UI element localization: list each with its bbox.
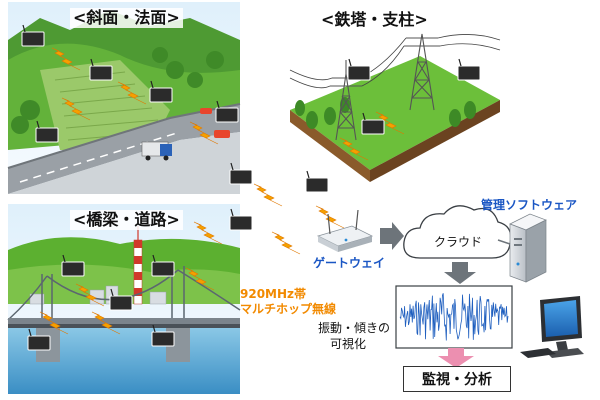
wireless-label-line2: マルチホップ無線 xyxy=(240,302,337,316)
cloud-label: クラウド xyxy=(434,235,483,249)
scene-title-tower: <鉄塔・支柱> xyxy=(318,10,431,30)
monitoring-analysis-label: 監視・分析 xyxy=(422,372,492,388)
sensor-icon xyxy=(457,58,481,81)
wireless-label-line1: 920MHz帯 xyxy=(240,287,307,301)
truck xyxy=(141,141,172,161)
waveform-panel xyxy=(395,285,513,349)
arrow-icon xyxy=(444,262,476,284)
radio-tower xyxy=(133,226,143,305)
arrow-icon xyxy=(438,348,474,368)
visualize-label-line2: 可視化 xyxy=(330,337,367,351)
gateway-label: ゲートウェイ xyxy=(313,256,386,270)
bridge-scene xyxy=(7,204,253,394)
vibration-waveform xyxy=(399,293,509,341)
monitoring-analysis-box: 監視・分析 xyxy=(403,366,511,392)
gateway-router-icon xyxy=(316,209,374,252)
sensor-icon xyxy=(305,170,329,193)
monitor-icon xyxy=(520,296,584,358)
cloud-icon xyxy=(403,205,512,259)
wireless-bolt-icon xyxy=(271,231,301,255)
arrow-icon xyxy=(380,222,404,250)
server-icon xyxy=(509,213,547,283)
software-label: 管理ソフトウェア xyxy=(481,198,578,212)
wireless-bolt-icon xyxy=(253,183,283,207)
slope-scene xyxy=(7,2,253,194)
sensor-icon xyxy=(347,58,371,81)
steel-tower xyxy=(330,60,362,141)
scene-title-slope: <斜面・法面> xyxy=(70,8,183,28)
tower-scene xyxy=(289,33,501,193)
scene-title-bridge: <橋梁・道路> xyxy=(70,210,183,230)
car xyxy=(200,108,230,138)
steel-tower xyxy=(404,33,440,111)
wireless-bolt-icon xyxy=(315,205,345,229)
visualize-label-line1: 振動・傾きの xyxy=(318,321,391,335)
